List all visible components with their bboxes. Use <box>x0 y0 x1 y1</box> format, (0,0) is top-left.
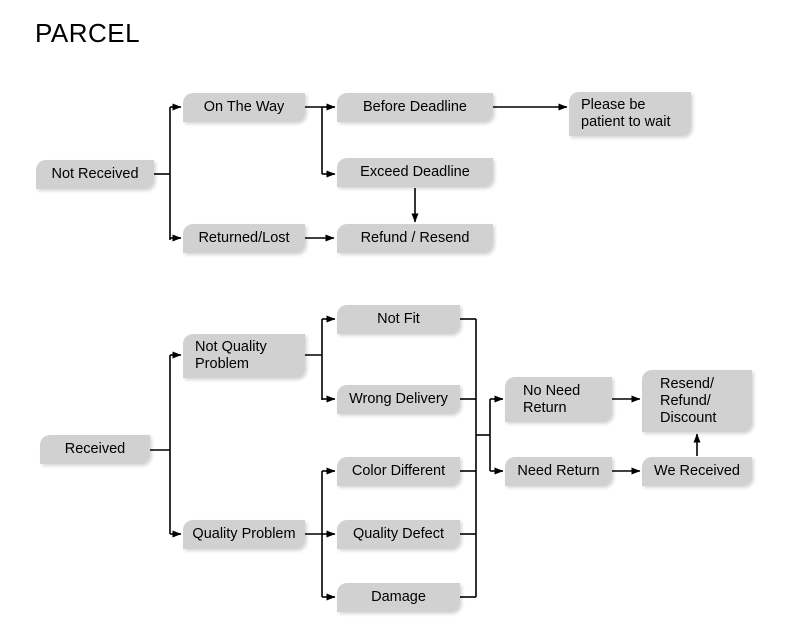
node-quality-problem[interactable]: Quality Problem <box>183 520 305 549</box>
node-refund-resend[interactable]: Refund / Resend <box>337 224 493 253</box>
node-wrong-delivery[interactable]: Wrong Delivery <box>337 385 460 414</box>
node-no-need-return[interactable]: No Need Return <box>505 377 612 422</box>
node-damage[interactable]: Damage <box>337 583 460 612</box>
node-we-received[interactable]: We Received <box>642 457 752 486</box>
node-not-quality-problem[interactable]: Not Quality Problem <box>183 334 305 378</box>
node-need-return[interactable]: Need Return <box>505 457 612 486</box>
node-on-the-way[interactable]: On The Way <box>183 93 305 122</box>
node-exceed-deadline[interactable]: Exceed Deadline <box>337 158 493 187</box>
node-quality-defect[interactable]: Quality Defect <box>337 520 460 549</box>
node-not-received[interactable]: Not Received <box>36 160 154 189</box>
node-color-different[interactable]: Color Different <box>337 457 460 486</box>
page-title: PARCEL <box>35 18 141 48</box>
node-before-deadline[interactable]: Before Deadline <box>337 93 493 122</box>
node-received[interactable]: Received <box>40 435 150 464</box>
node-not-fit[interactable]: Not Fit <box>337 305 460 334</box>
node-please-wait[interactable]: Please be patient to wait <box>569 92 691 136</box>
node-returned-lost[interactable]: Returned/Lost <box>183 224 305 253</box>
node-resend-refund-discount[interactable]: Resend/ Refund/ Discount <box>642 370 752 432</box>
